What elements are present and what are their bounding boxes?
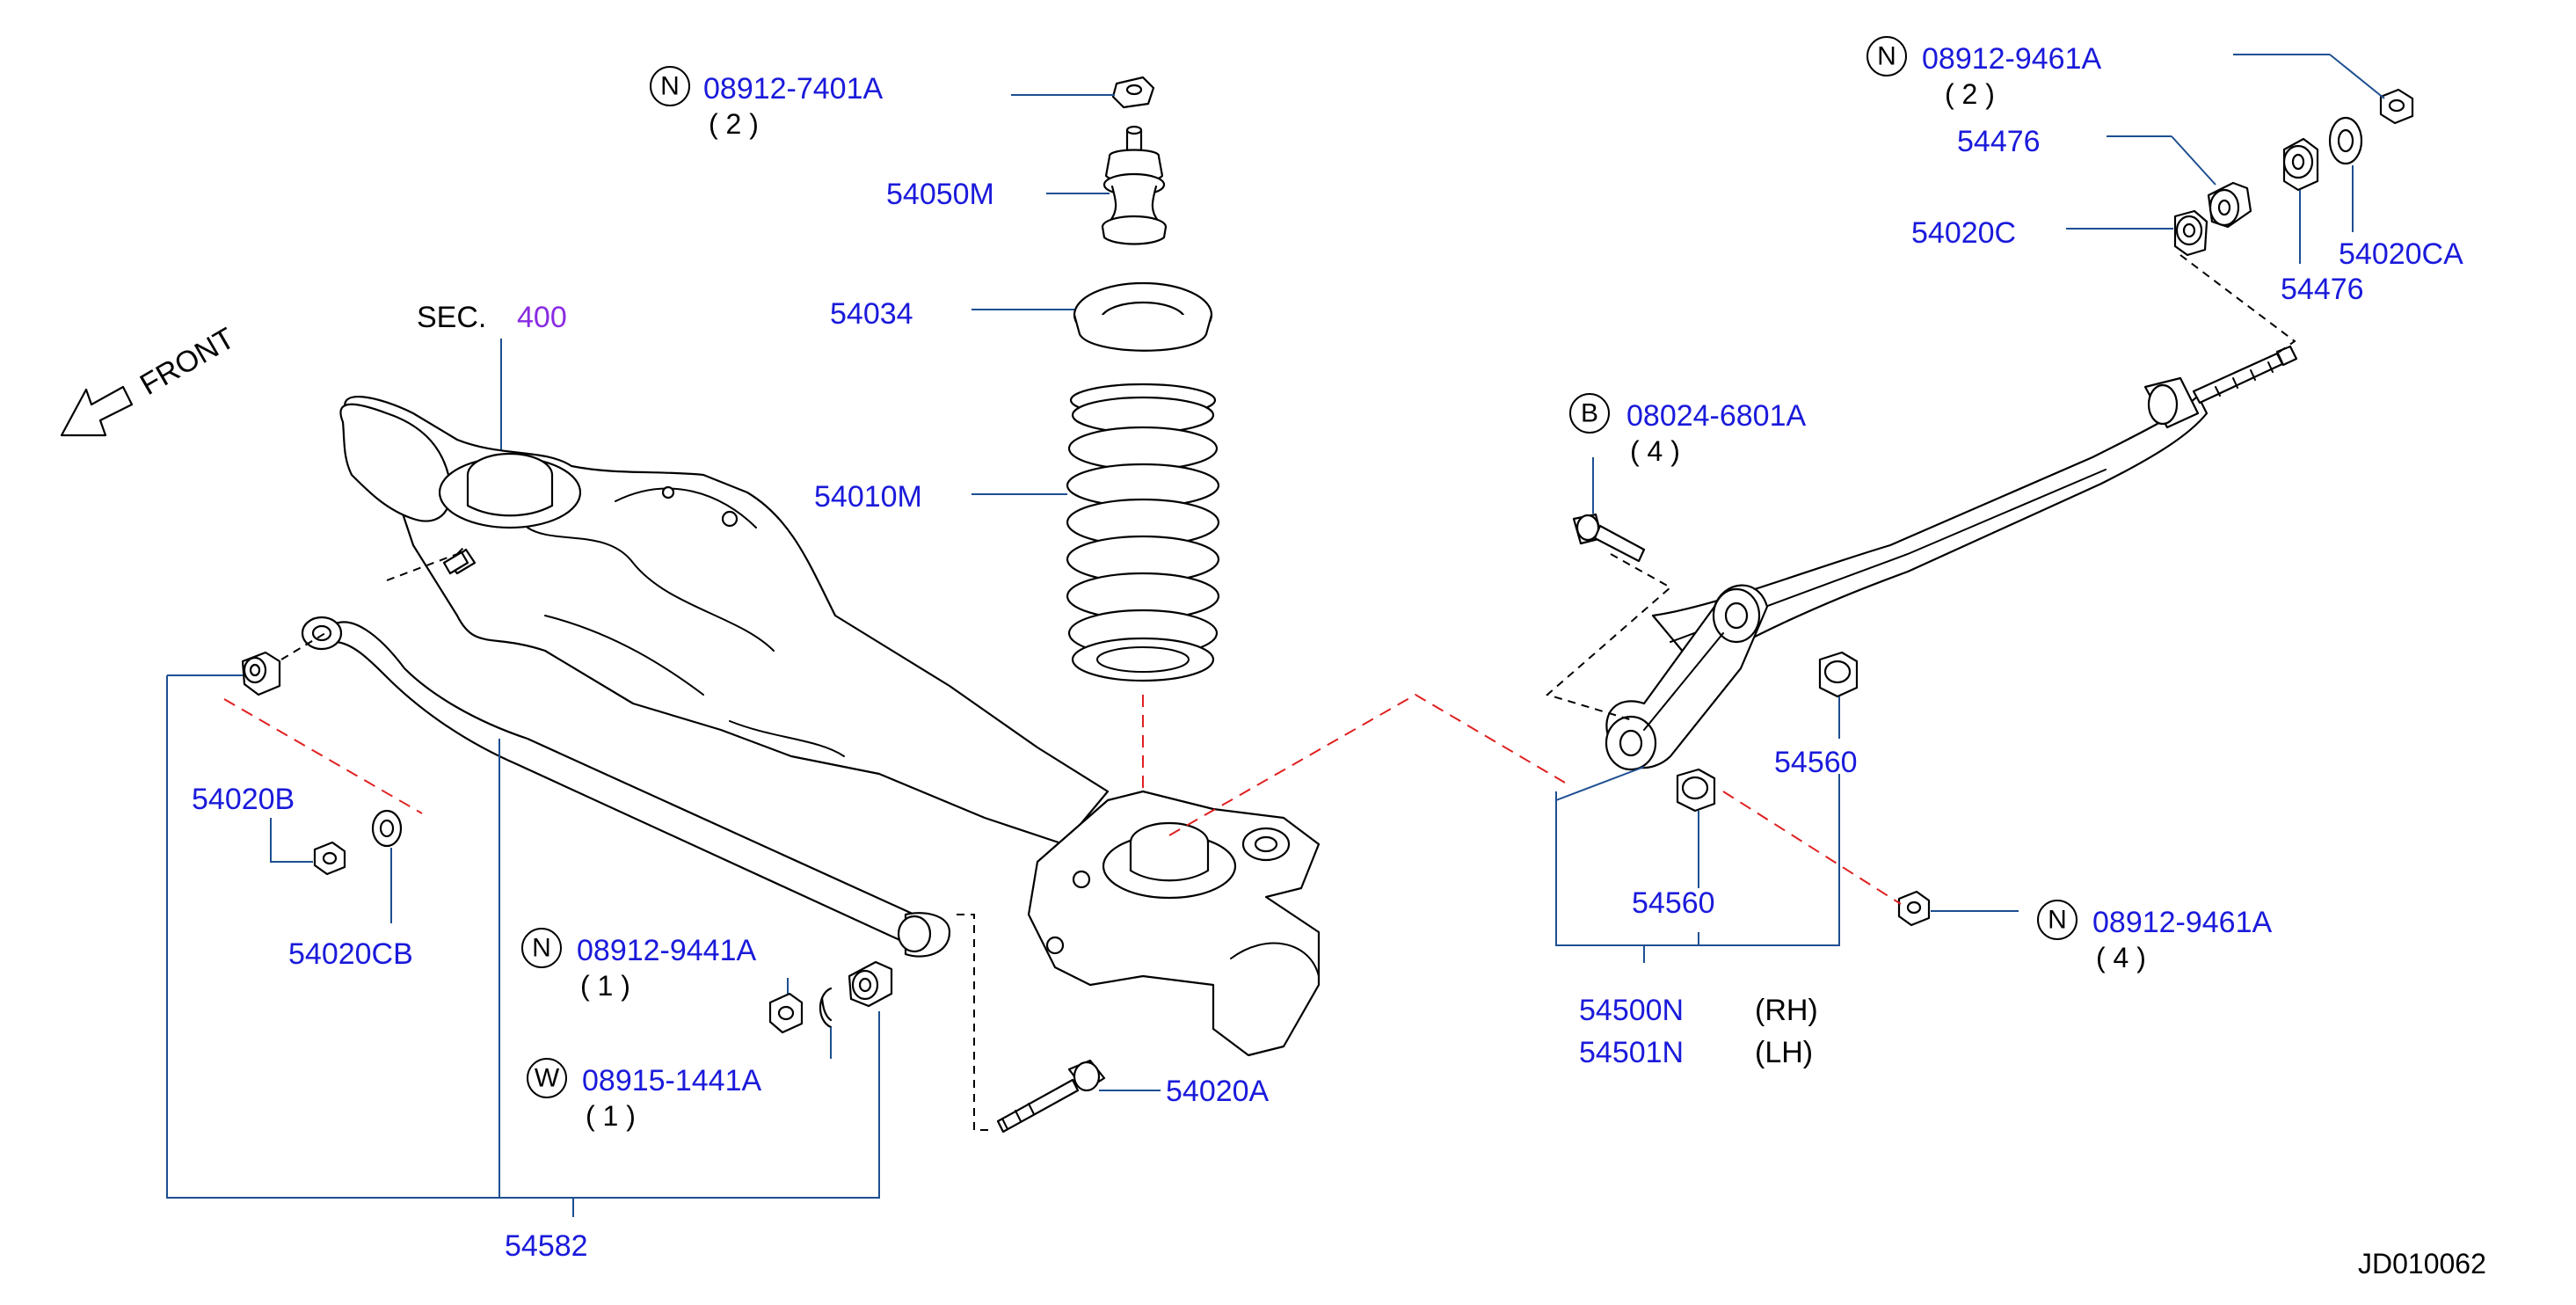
bushing-54476-left-icon[interactable] <box>2207 181 2252 229</box>
symbol-circle-icon <box>1569 393 1610 434</box>
stabilizer-bar <box>301 616 951 958</box>
bushing-54582-lower-icon[interactable] <box>848 960 893 1008</box>
part-number-link[interactable]: 08912-7401A <box>703 72 884 106</box>
symbol-circle-icon <box>650 66 690 106</box>
symbol-circle-icon <box>1867 36 1907 77</box>
nut-08912-9461A-upper-icon[interactable] <box>2379 88 2414 125</box>
bushing-54476-right-icon[interactable] <box>2282 137 2319 192</box>
washer-54020CB-icon[interactable] <box>371 809 403 848</box>
part-number-link[interactable]: 08912-9461A <box>1922 42 2102 76</box>
section-prefix: SEC. <box>417 301 486 334</box>
fastener-callout-1: N 08912-7401A ( 2 ) <box>650 66 884 140</box>
bushing-54020B-left-icon[interactable] <box>241 651 281 696</box>
fastener-callout-5: W 08915-1441A ( 1 ) <box>527 1058 762 1132</box>
part-label-54050M[interactable]: 54050M <box>886 178 994 211</box>
part-label-54010M[interactable]: 54010M <box>814 480 922 514</box>
washer-08915-1441A-icon[interactable] <box>819 987 833 1029</box>
nut-08912-7401A-icon[interactable] <box>1111 76 1155 109</box>
section-link-400[interactable]: 400 <box>517 301 567 334</box>
part-label-54501N[interactable]: 54501N <box>1579 1036 1684 1069</box>
part-number-link[interactable]: 08915-1441A <box>582 1064 762 1097</box>
bolt-54020A-alignment <box>957 914 993 1131</box>
part-label-54020CA[interactable]: 54020CA <box>2339 237 2463 271</box>
front-label: FRONT <box>135 321 240 401</box>
nut-08912-9441A-icon[interactable] <box>768 992 804 1034</box>
bushing-54560-lower-icon[interactable] <box>1676 768 1716 813</box>
part-label-54034[interactable]: 54034 <box>830 297 913 331</box>
fastener-callout-4: N 08912-9441A ( 1 ) <box>521 928 757 1002</box>
axle-end-spring-seat <box>1027 790 1321 1057</box>
quantity-label: ( 4 ) <box>2096 942 2146 973</box>
part-number-link[interactable]: 08024-6801A <box>1626 399 1807 433</box>
fastener-symbol: W <box>535 1064 560 1093</box>
part-number-link[interactable]: 08912-9441A <box>577 934 757 967</box>
stud-bolt-icon <box>442 550 469 575</box>
part-label-54020B[interactable]: 54020B <box>192 783 295 816</box>
nut-54020B-icon[interactable] <box>313 841 346 876</box>
stabilizer-bushing-link-line <box>223 698 423 814</box>
leader-54020B <box>270 818 313 863</box>
part-number-link[interactable]: 08912-9461A <box>2092 906 2273 939</box>
rear-axle-housing <box>339 396 1110 846</box>
washer-54020CA-icon[interactable] <box>2328 116 2363 165</box>
side-label-lh: (LH) <box>1755 1036 1813 1069</box>
spring-seat-54034-icon[interactable] <box>1073 281 1213 352</box>
bushing-54020C-icon[interactable] <box>2173 209 2209 257</box>
bolt-54020A-icon[interactable] <box>996 1059 1106 1134</box>
fastener-symbol: N <box>2048 906 2067 935</box>
fastener-callout-2: N 08912-9461A ( 2 ) <box>1867 36 2102 110</box>
quantity-label: ( 1 ) <box>586 1100 636 1132</box>
part-label-54560-lower[interactable]: 54560 <box>1632 886 1715 920</box>
quantity-label: ( 4 ) <box>1630 435 1680 467</box>
nut-08912-9461A-lower-icon[interactable] <box>1897 890 1931 927</box>
fastener-symbol: N <box>1877 42 1896 71</box>
arm-to-nut-link-line <box>1722 791 1902 905</box>
side-label-rh: (RH) <box>1755 994 1818 1027</box>
fastener-symbol: N <box>660 72 680 101</box>
quantity-label: ( 2 ) <box>1945 78 1995 110</box>
lower-arm-54500N-icon[interactable] <box>1605 584 1769 771</box>
part-label-54560-upper[interactable]: 54560 <box>1774 746 1858 779</box>
fastener-callout-3: B 08024-6801A ( 4 ) <box>1569 393 1807 467</box>
bushing-54560-upper-icon[interactable] <box>1818 651 1859 698</box>
bump-stopper-54050M-icon[interactable] <box>1101 125 1168 245</box>
fastener-symbol: N <box>532 934 551 963</box>
part-label-54020CB[interactable]: 54020CB <box>288 937 413 971</box>
fastener-callout-6: N 08912-9461A ( 4 ) <box>2037 900 2273 973</box>
upper-bushing-alignment <box>2179 254 2296 354</box>
quantity-label: ( 2 ) <box>709 108 759 140</box>
coil-spring-54010M-icon[interactable] <box>1066 383 1220 682</box>
front-arrow-icon <box>60 385 134 437</box>
part-label-54476-upper[interactable]: 54476 <box>1957 125 2041 158</box>
fastener-symbol: B <box>1581 399 1598 428</box>
bracket-54582 <box>166 675 880 1199</box>
lower-arm-alignment <box>1545 553 1672 722</box>
part-label-54020C[interactable]: 54020C <box>1911 216 2016 250</box>
upper-link-54476-assembly <box>1651 345 2298 670</box>
quantity-label: ( 1 ) <box>580 970 630 1002</box>
bolt-08024-6801A-icon[interactable] <box>1572 513 1646 563</box>
symbol-circle-icon <box>527 1058 567 1098</box>
symbol-circle-icon <box>521 928 562 968</box>
part-label-54500N[interactable]: 54500N <box>1579 994 1684 1027</box>
axle-to-arm-link-line <box>1168 693 1566 836</box>
symbol-circle-icon <box>2037 900 2078 940</box>
part-label-54582[interactable]: 54582 <box>505 1229 588 1263</box>
stabilizer-mount-alignment <box>280 544 467 660</box>
part-label-54020A[interactable]: 54020A <box>1166 1075 1270 1108</box>
part-label-54476-lower[interactable]: 54476 <box>2281 273 2364 306</box>
diagram-code: JD010062 <box>2358 1248 2486 1279</box>
